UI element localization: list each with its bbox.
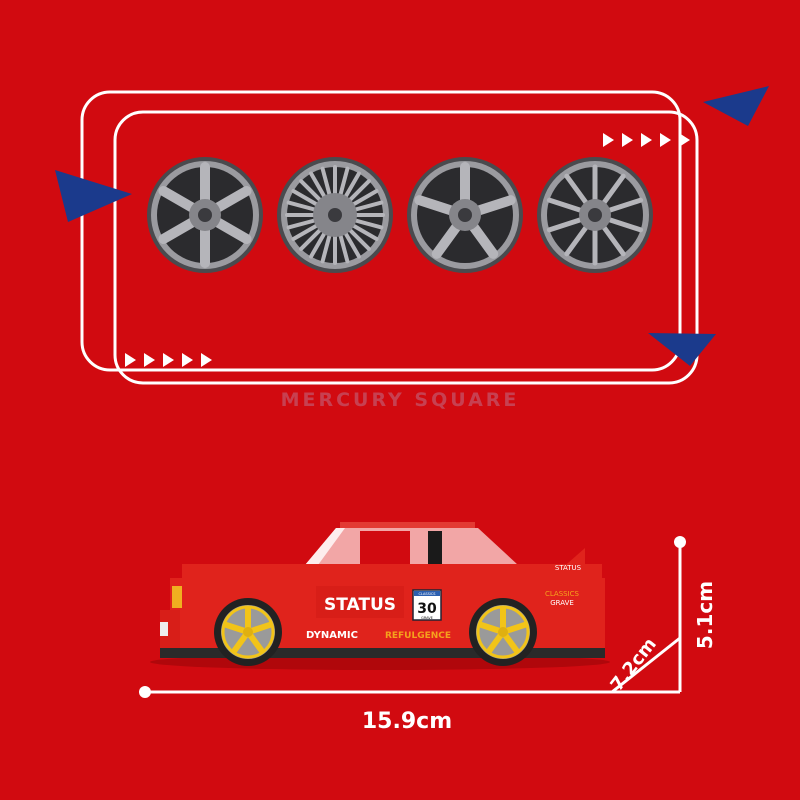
- triangle-top-right-icon: [703, 86, 769, 126]
- arrow-icon: [660, 133, 671, 147]
- arrow-icon: [182, 353, 193, 367]
- arrow-icon: [622, 133, 633, 147]
- car-number: 30: [417, 601, 437, 617]
- watermark: MERCURY SQUARE: [281, 389, 520, 411]
- arrow-row-icons: [125, 133, 690, 367]
- car-wheel-icon: [469, 598, 537, 666]
- car-rear-top: STATUS: [555, 564, 582, 572]
- car-sill-left: DYNAMIC: [306, 630, 358, 641]
- triangle-left-icon: [55, 170, 132, 222]
- frame-outer: [80, 90, 682, 372]
- car-rear-mid: CLASSICS: [545, 590, 580, 598]
- arrow-icon: [125, 353, 136, 367]
- six-spoke-rim-icon: [147, 157, 263, 273]
- dimension-lines: [145, 542, 682, 694]
- arrow-icon: [144, 353, 155, 367]
- car-rear-bottom: GRAVE: [550, 599, 574, 607]
- arrow-icon: [201, 353, 212, 367]
- height-label: 5.1cm: [693, 581, 717, 649]
- dimension-dot-top: [674, 536, 686, 548]
- arrow-icon: [163, 353, 174, 367]
- length-label: 15.9cm: [362, 709, 452, 734]
- car-number-top: CLASSICS: [418, 592, 436, 596]
- frame-inner: [113, 110, 699, 385]
- width-label: 7.2cm: [607, 634, 661, 695]
- car-wheel-icon: [214, 598, 282, 666]
- arrow-icon: [603, 133, 614, 147]
- split-spoke-rim-icon: [537, 157, 653, 273]
- turbine-rim-icon: [277, 157, 393, 273]
- arrow-icon: [679, 133, 690, 147]
- dimension-dot-left: [139, 686, 151, 698]
- car-sill-right: REFULGENCE: [385, 631, 451, 641]
- triangle-bottom-right-icon: [648, 333, 716, 366]
- car-door-label: STATUS: [324, 595, 396, 615]
- car-number-bottom: GRAVE: [421, 616, 433, 620]
- star-mesh-rim-icon: [407, 157, 523, 273]
- car-model: STATUS CLASSICS 30 GRAVE DYNAMIC REFULGE…: [150, 522, 610, 670]
- arrow-icon: [641, 133, 652, 147]
